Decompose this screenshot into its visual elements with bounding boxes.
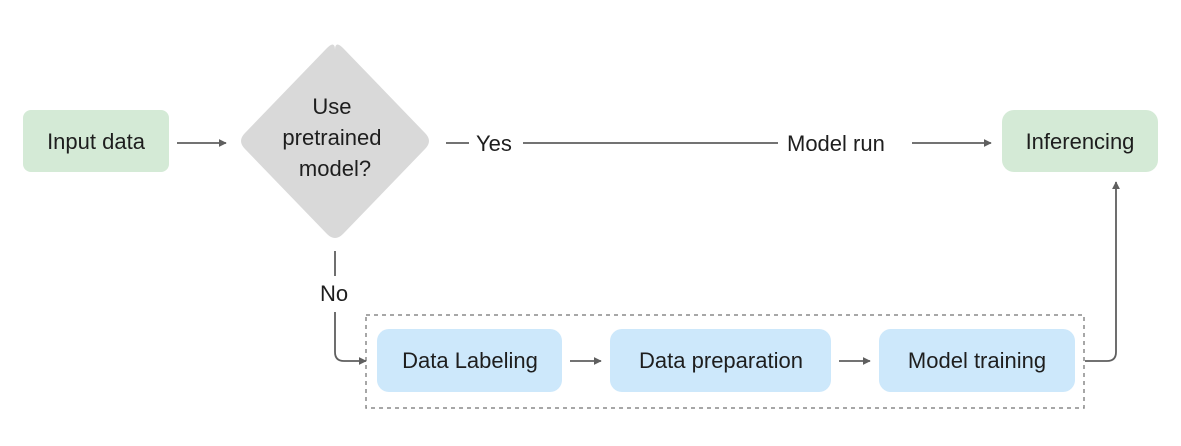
inferencing-node [1002,110,1158,172]
decision-node [241,44,429,238]
data-labeling-node [377,329,562,392]
decision-label-line-1: Use [312,94,351,119]
inferencing-label: Inferencing [1026,129,1135,154]
data-labeling-label: Data Labeling [402,348,538,373]
edge-no-label: No [320,281,348,306]
decision-label: Use pretrained model? [282,94,387,181]
model-training-label: Model training [908,348,1046,373]
edge-training-to-inferencing [1085,181,1120,362]
data-preparation-node [610,329,831,392]
training-pipeline-group [365,314,1085,409]
input-data-node [23,110,169,172]
model-training-node [879,329,1075,392]
edge-no-to-data-labeling [334,312,367,365]
decision-label-line-3: model? [299,156,371,181]
decision-label-line-2: pretrained [282,125,381,150]
edge-yes-label: Yes [476,131,512,156]
input-data-label: Input data [47,129,146,154]
data-preparation-label: Data preparation [639,348,803,373]
edge-model-run-label: Model run [787,131,885,156]
